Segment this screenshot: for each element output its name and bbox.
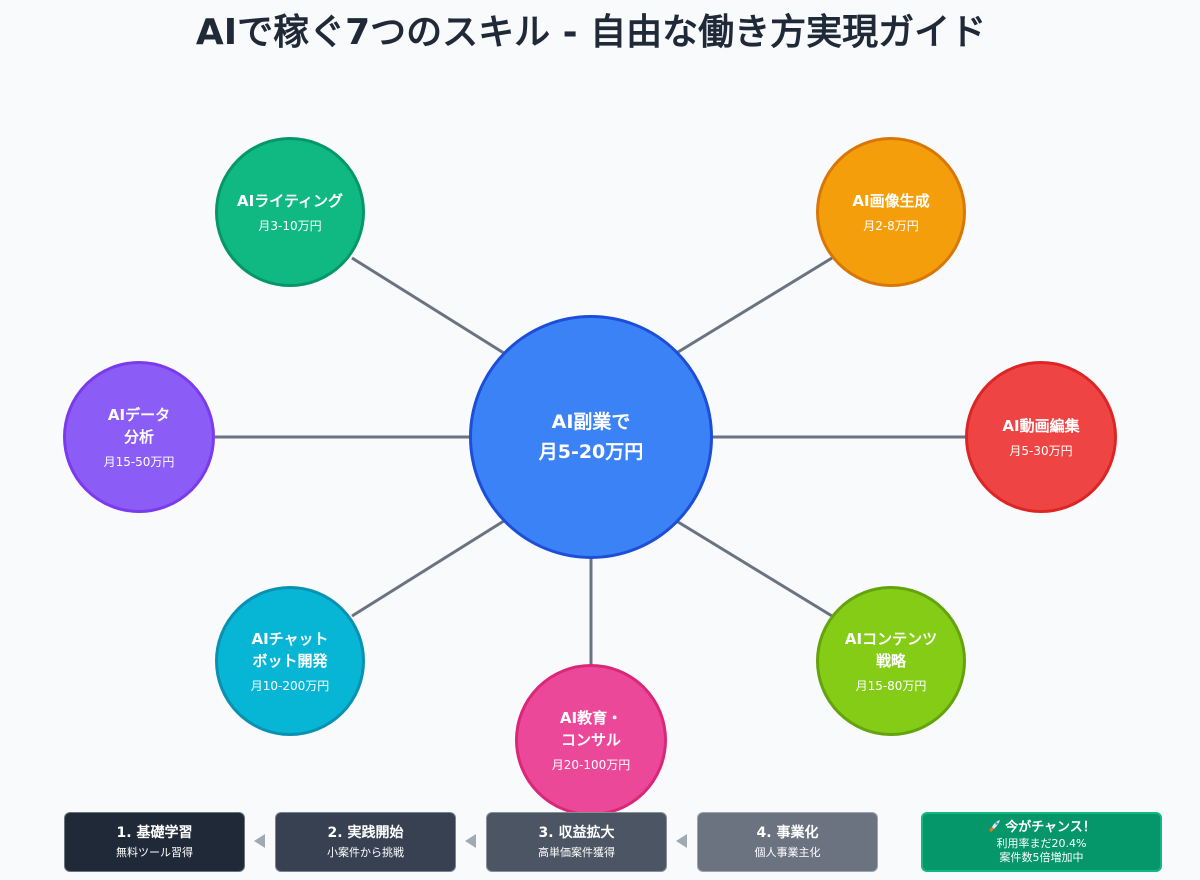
step-box-4: 4. 事業化 個人事業主化 [697, 812, 878, 872]
skill-node-content: AIコンテンツ 戦略 月15-80万円 [816, 586, 966, 736]
skill-name: AI画像生成 [852, 192, 930, 210]
step-title: 4. 事業化 [756, 825, 819, 841]
step-desc: 個人事業主化 [754, 846, 821, 859]
arrow-left-icon [465, 834, 476, 848]
center-line-2: 月5-20万円 [538, 441, 644, 463]
connector-line-image [664, 256, 833, 362]
skill-node-data: AIデータ 分析 月15-50万円 [63, 361, 215, 513]
chance-title: 今がチャンス！ [1005, 820, 1096, 835]
step-box-1: 1. 基礎学習 無料ツール習得 [64, 812, 245, 872]
step-title: 3. 収益拡大 [538, 825, 615, 841]
chance-heading: 今がチャンス！ [923, 819, 1160, 837]
skill-income: 月10-200万円 [250, 679, 330, 693]
arrow-left-icon [676, 834, 687, 848]
center-line-1: AI副業で [551, 411, 631, 433]
skill-income: 月5-30万円 [1009, 444, 1073, 458]
connector-line-chatbot [351, 512, 516, 618]
step-title: 2. 実践開始 [327, 825, 404, 841]
chance-line-1: 利用率まだ20.4% [996, 837, 1087, 850]
step-desc: 小案件から挑戦 [327, 846, 404, 859]
arrow-left-icon [254, 834, 265, 848]
skill-node-chatbot: AIチャット ボット開発 月10-200万円 [215, 586, 365, 736]
chance-line-2: 案件数5倍増加中 [999, 851, 1084, 864]
skill-name: AIデータ 分析 [107, 406, 171, 446]
skill-node-writing: AIライティング 月3-10万円 [215, 137, 365, 287]
skill-name: AIライティング [237, 192, 343, 210]
skill-name: AIチャット ボット開発 [251, 630, 329, 670]
connector-line-content [664, 512, 833, 618]
chance-box: 今がチャンス！ 利用率まだ20.4% 案件数5倍増加中 [921, 812, 1162, 872]
skill-income: 月2-8万円 [863, 219, 919, 233]
step-box-3: 3. 収益拡大 高単価案件獲得 [486, 812, 667, 872]
skill-income: 月15-50万円 [103, 455, 175, 469]
connector-line-writing [351, 256, 516, 362]
center-node: AI副業で 月5-20万円 [469, 315, 713, 559]
skill-income: 月3-10万円 [258, 219, 322, 233]
page-title: AIで稼ぐ7つのスキル - 自由な働き方実現ガイド [195, 12, 987, 53]
skill-name: AI教育・ コンサル [559, 709, 623, 749]
skill-name: AI動画編集 [1002, 417, 1080, 435]
skill-income: 月15-80万円 [855, 679, 927, 693]
step-title: 1. 基礎学習 [116, 825, 193, 841]
rocket-icon [989, 820, 1001, 832]
skill-income: 月20-100万円 [551, 758, 631, 772]
skill-node-education: AI教育・ コンサル 月20-100万円 [515, 664, 667, 816]
step-box-2: 2. 実践開始 小案件から挑戦 [275, 812, 456, 872]
skill-node-video: AI動画編集 月5-30万円 [965, 361, 1117, 513]
skill-name: AIコンテンツ 戦略 [844, 630, 938, 670]
step-desc: 高単価案件獲得 [538, 846, 615, 859]
step-desc: 無料ツール習得 [116, 846, 193, 859]
skill-node-image: AI画像生成 月2-8万円 [816, 137, 966, 287]
